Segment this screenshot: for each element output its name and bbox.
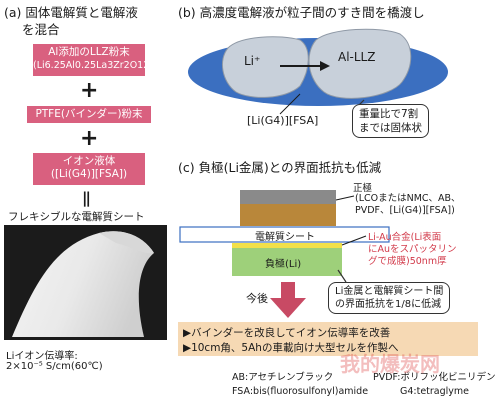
cathode-label: 正極 bbox=[353, 183, 373, 194]
ionic-liquid-label: イオン液体 bbox=[62, 155, 116, 167]
interface-resistance-callout: Li金属と電解質シート間 の界面抵抗を1/8に低減 bbox=[328, 282, 451, 314]
panel-c-title: (c) 負極(Li金属)との界面抵抗も低減 bbox=[178, 160, 382, 175]
cathode-layer bbox=[240, 204, 336, 226]
conductivity-label: Liイオン伝導率: bbox=[6, 351, 78, 362]
ionic-liquid-box: イオン液体 ([Li(G4)][FSA]) bbox=[33, 153, 145, 185]
solid-state-callout: 重量比で7割 までは固体状 bbox=[352, 104, 429, 138]
interface-line1: Li金属と電解質シート間 bbox=[335, 286, 444, 297]
sheet-photo bbox=[4, 225, 167, 340]
plan-item-1: ▶バインダーを改良してイオン伝導率を改善 bbox=[183, 327, 391, 339]
li-au-alloy-layer bbox=[232, 243, 342, 248]
llz-powder-label: Al添加のLLZ粉末 bbox=[48, 46, 130, 58]
electrolyte-pointer bbox=[279, 93, 301, 115]
alloy-line1: Li-Au合金(Li表面 bbox=[368, 232, 442, 243]
electrolyte-label: [Li(G4)][FSA] bbox=[247, 114, 319, 127]
llz-formula: (Li6.25Al0.25La3Zr2O12) bbox=[33, 60, 153, 71]
llz-powder-box: Al添加のLLZ粉末 (Li6.25Al0.25La3Zr2O12) bbox=[33, 44, 153, 76]
footnote-fsa: FSA:bis(fluorosulfonyl)amide bbox=[232, 386, 369, 397]
future-plans-box: ▶バインダーを改良してイオン伝導率を改善 ▶10cm角、5Ahの車載向け大型セル… bbox=[178, 322, 478, 356]
ionic-liquid-formula: ([Li(G4)][FSA]) bbox=[50, 168, 128, 180]
cathode-detail-line1: (LCOまたはNMC、AB、 bbox=[355, 193, 461, 204]
sheet-photo-illustration bbox=[12, 231, 154, 337]
flexible-sheet-label: フレキシブルな電解質シート bbox=[8, 211, 145, 223]
footnote-g4: G4:tetraglyme bbox=[400, 386, 470, 397]
conductivity-value: 2×10⁻⁵ S/cm(60℃) bbox=[6, 361, 103, 372]
electrolyte-sheet-label: 電解質シート bbox=[255, 232, 315, 243]
alloy-line3: グで成膜)50nm厚 bbox=[368, 256, 447, 267]
al-llz-label: Al-LLZ bbox=[338, 50, 376, 64]
plan-item-2: ▶10cm角、5Ahの車載向け大型セルを作製へ bbox=[183, 342, 399, 354]
cathode-detail-line2: PVDF、[Li(G4)][FSA]) bbox=[355, 205, 455, 216]
li-ion-label: Li⁺ bbox=[244, 54, 261, 68]
panel-a-title-line2: を混合 bbox=[22, 22, 60, 37]
interface-line2: の界面抵抗を1/8に低減 bbox=[335, 299, 442, 310]
anode-layer bbox=[232, 248, 342, 276]
panel-b-title: (b) 高濃度電解液が粒子間のすき間を橋渡し bbox=[178, 5, 425, 20]
anode-label: 負極(Li) bbox=[265, 259, 302, 270]
cathode-collector bbox=[240, 190, 336, 204]
footnote-pvdf: PVDF:ポリフッ化ビニリデン bbox=[373, 372, 496, 383]
equals-sign: || bbox=[82, 189, 91, 207]
electrolyte-sheet bbox=[179, 226, 390, 243]
plus-sign-2: + bbox=[80, 126, 99, 151]
solid-state-callout-line1: 重量比で7割 bbox=[359, 108, 419, 120]
solid-state-callout-line2: までは固体状 bbox=[359, 122, 422, 134]
particle-right bbox=[308, 28, 412, 99]
watermark: 我的爆炭网 bbox=[340, 352, 440, 376]
particle-left bbox=[221, 36, 309, 98]
migration-arrow bbox=[320, 61, 330, 71]
plus-sign-1: + bbox=[80, 78, 99, 103]
panel-a-title-line1: (a) 固体電解質と電解液 bbox=[4, 5, 138, 20]
future-arrow bbox=[270, 298, 306, 318]
future-label: 今後 bbox=[246, 292, 268, 305]
alloy-line2: にAuをスパッタリン bbox=[368, 244, 457, 255]
footnote-ab: AB:アセチレンブラック bbox=[232, 372, 334, 383]
ptfe-powder-box: PTFE(バインダー)粉末 bbox=[27, 106, 151, 123]
